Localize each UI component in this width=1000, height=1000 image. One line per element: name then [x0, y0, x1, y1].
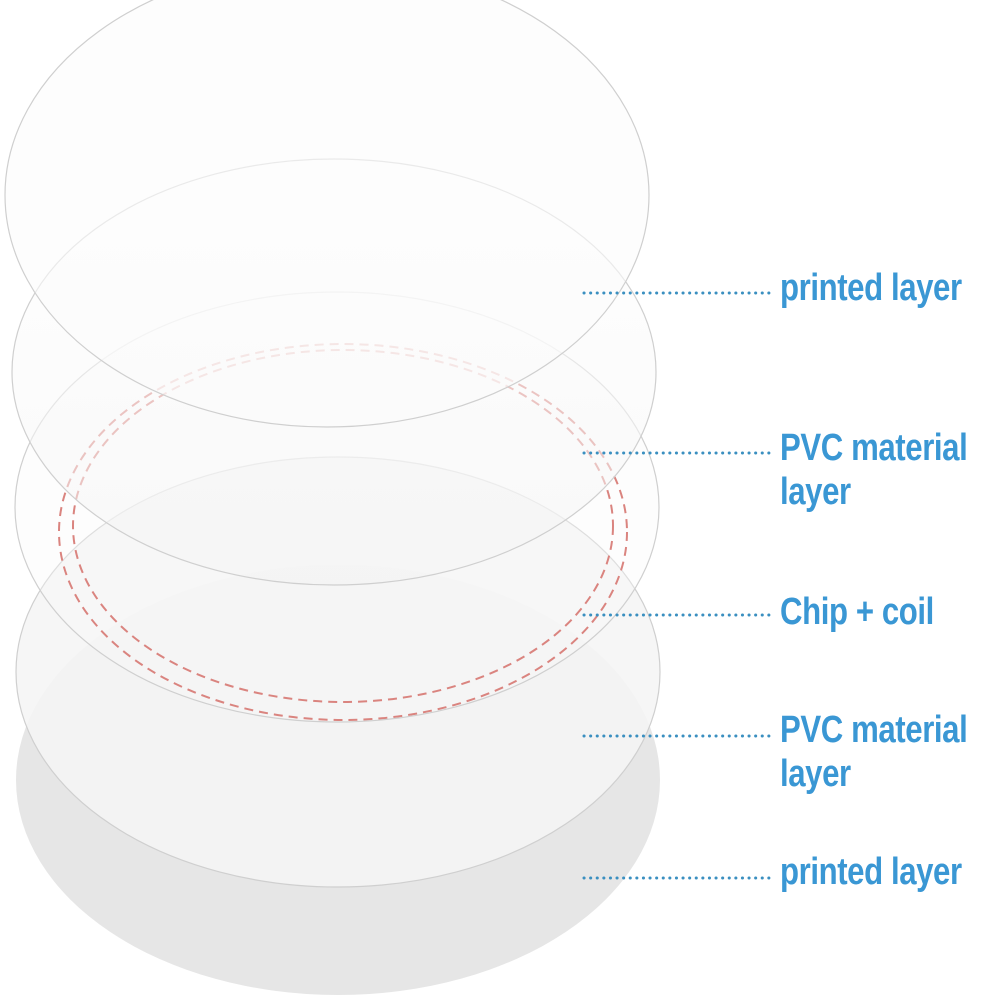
label-printed-layer-bottom: printed layer [780, 851, 962, 893]
label-line: PVC material [780, 427, 968, 469]
label-printed-layer-top: printed layer [780, 267, 962, 309]
label-pvc-layer-lower: PVC material layer [780, 708, 968, 796]
chip-coil [58, 343, 628, 721]
top-printed-layer-disc [4, 0, 650, 428]
label-chip-coil: Chip + coil [780, 591, 934, 633]
label-line: PVC material [780, 709, 968, 751]
label-pvc-layer-upper: PVC material layer [780, 426, 968, 514]
label-line: layer [780, 471, 851, 513]
coil-outer-ring [58, 343, 628, 721]
coil-inner-ring [72, 349, 614, 703]
label-line: layer [780, 753, 851, 795]
leader-lines [582, 291, 776, 880]
